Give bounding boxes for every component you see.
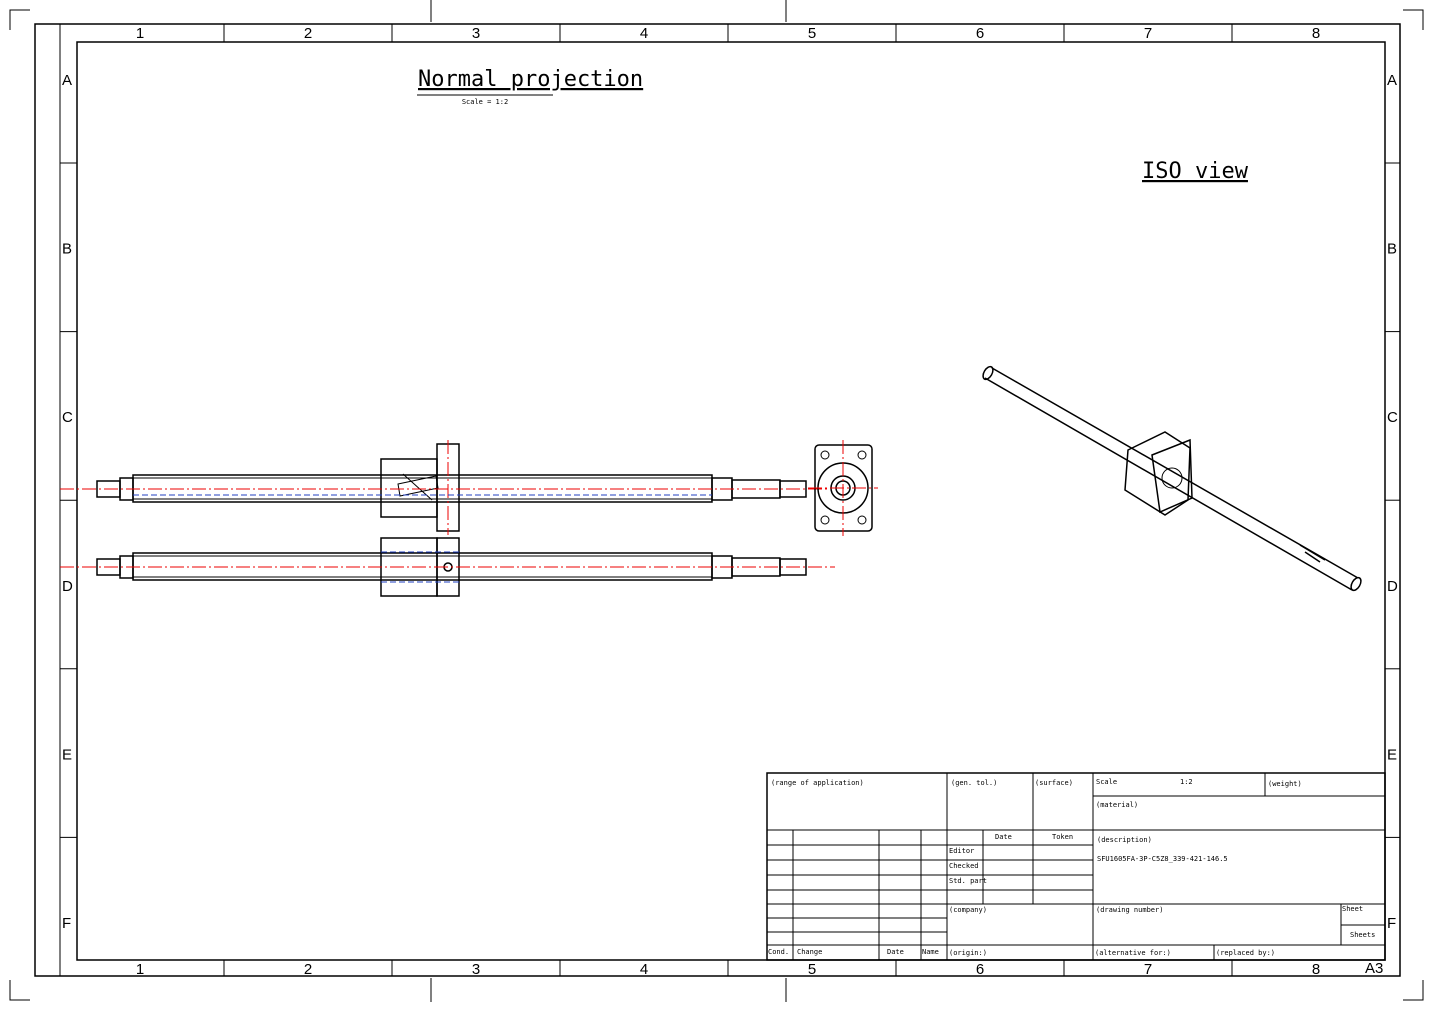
drawing-area — [76, 41, 1386, 961]
description-label: (description) — [1097, 836, 1152, 844]
row-label: C — [62, 409, 73, 426]
scale-label: Scale — [1096, 778, 1117, 786]
view-scale-label: Scale = 1:2 — [462, 98, 508, 106]
sheet-size-label: A3 — [1365, 960, 1383, 977]
description-value: SFU1605FA-3P-C5Z8_339-421-146.5 — [1097, 855, 1228, 863]
column-label: 6 — [976, 961, 984, 978]
scale-value: 1:2 — [1180, 778, 1193, 786]
row-label: A — [62, 72, 72, 89]
normal-projection-title: Normal projection — [418, 67, 643, 92]
column-label: 8 — [1312, 961, 1320, 978]
column-label: 7 — [1144, 25, 1152, 42]
column-label: 2 — [304, 25, 312, 42]
checked-label: Checked — [949, 862, 979, 870]
surface-label: (surface) — [1035, 779, 1073, 787]
row-label: B — [1387, 241, 1397, 258]
token-header: Token — [1052, 833, 1073, 841]
zone-dividers — [60, 24, 1400, 976]
material-label: (material) — [1096, 801, 1138, 809]
column-label: 1 — [136, 25, 144, 42]
column-label: 8 — [1312, 25, 1320, 42]
row-label: D — [62, 578, 73, 595]
row-label: C — [1387, 409, 1398, 426]
tolerance-label: (gen. tol.) — [951, 779, 997, 787]
row-label: F — [1387, 915, 1396, 932]
weight-label: (weight) — [1268, 780, 1302, 788]
drawing-number-label: (drawing number) — [1096, 906, 1163, 914]
row-label: F — [62, 915, 71, 932]
sheet-label: Sheet — [1342, 905, 1363, 913]
ballscrew-iso-view — [982, 365, 1362, 592]
cond-label: Cond. — [768, 948, 789, 956]
origin-label: (origin:) — [949, 949, 987, 957]
change-label: Change — [797, 948, 822, 956]
column-label: 3 — [472, 25, 480, 42]
row-label: A — [1387, 72, 1397, 89]
column-label: 2 — [304, 961, 312, 978]
range-label: (range of application) — [771, 779, 864, 787]
date-label: Date — [887, 948, 904, 956]
ballscrew-front-view — [60, 440, 830, 535]
row-label: E — [1387, 746, 1397, 763]
editor-label: Editor — [949, 847, 974, 855]
company-label: (company) — [949, 906, 987, 914]
column-label: 5 — [808, 25, 816, 42]
column-label: 4 — [640, 961, 648, 978]
column-label: 5 — [808, 961, 816, 978]
sheets-label: Sheets — [1350, 931, 1375, 939]
ballscrew-top-view — [60, 537, 835, 597]
row-label: D — [1387, 578, 1398, 595]
column-label: 6 — [976, 25, 984, 42]
ballscrew-end-view — [808, 440, 878, 536]
name-label: Name — [922, 948, 939, 956]
trim-marks — [9, 0, 1424, 1002]
row-label: B — [62, 241, 72, 258]
iso-view-title: ISO view — [1142, 159, 1249, 184]
std-part-label: Std. part — [949, 877, 987, 885]
column-label: 4 — [640, 25, 648, 42]
row-label: E — [62, 746, 72, 763]
alternative-label: (alternative for:) — [1095, 949, 1171, 957]
column-label: 7 — [1144, 961, 1152, 978]
column-label: 1 — [136, 961, 144, 978]
title-block: (range of application) (gen. tol.) (surf… — [766, 772, 1386, 961]
date-header: Date — [995, 833, 1012, 841]
replaced-label: (replaced by:) — [1216, 949, 1275, 957]
column-label: 3 — [472, 961, 480, 978]
